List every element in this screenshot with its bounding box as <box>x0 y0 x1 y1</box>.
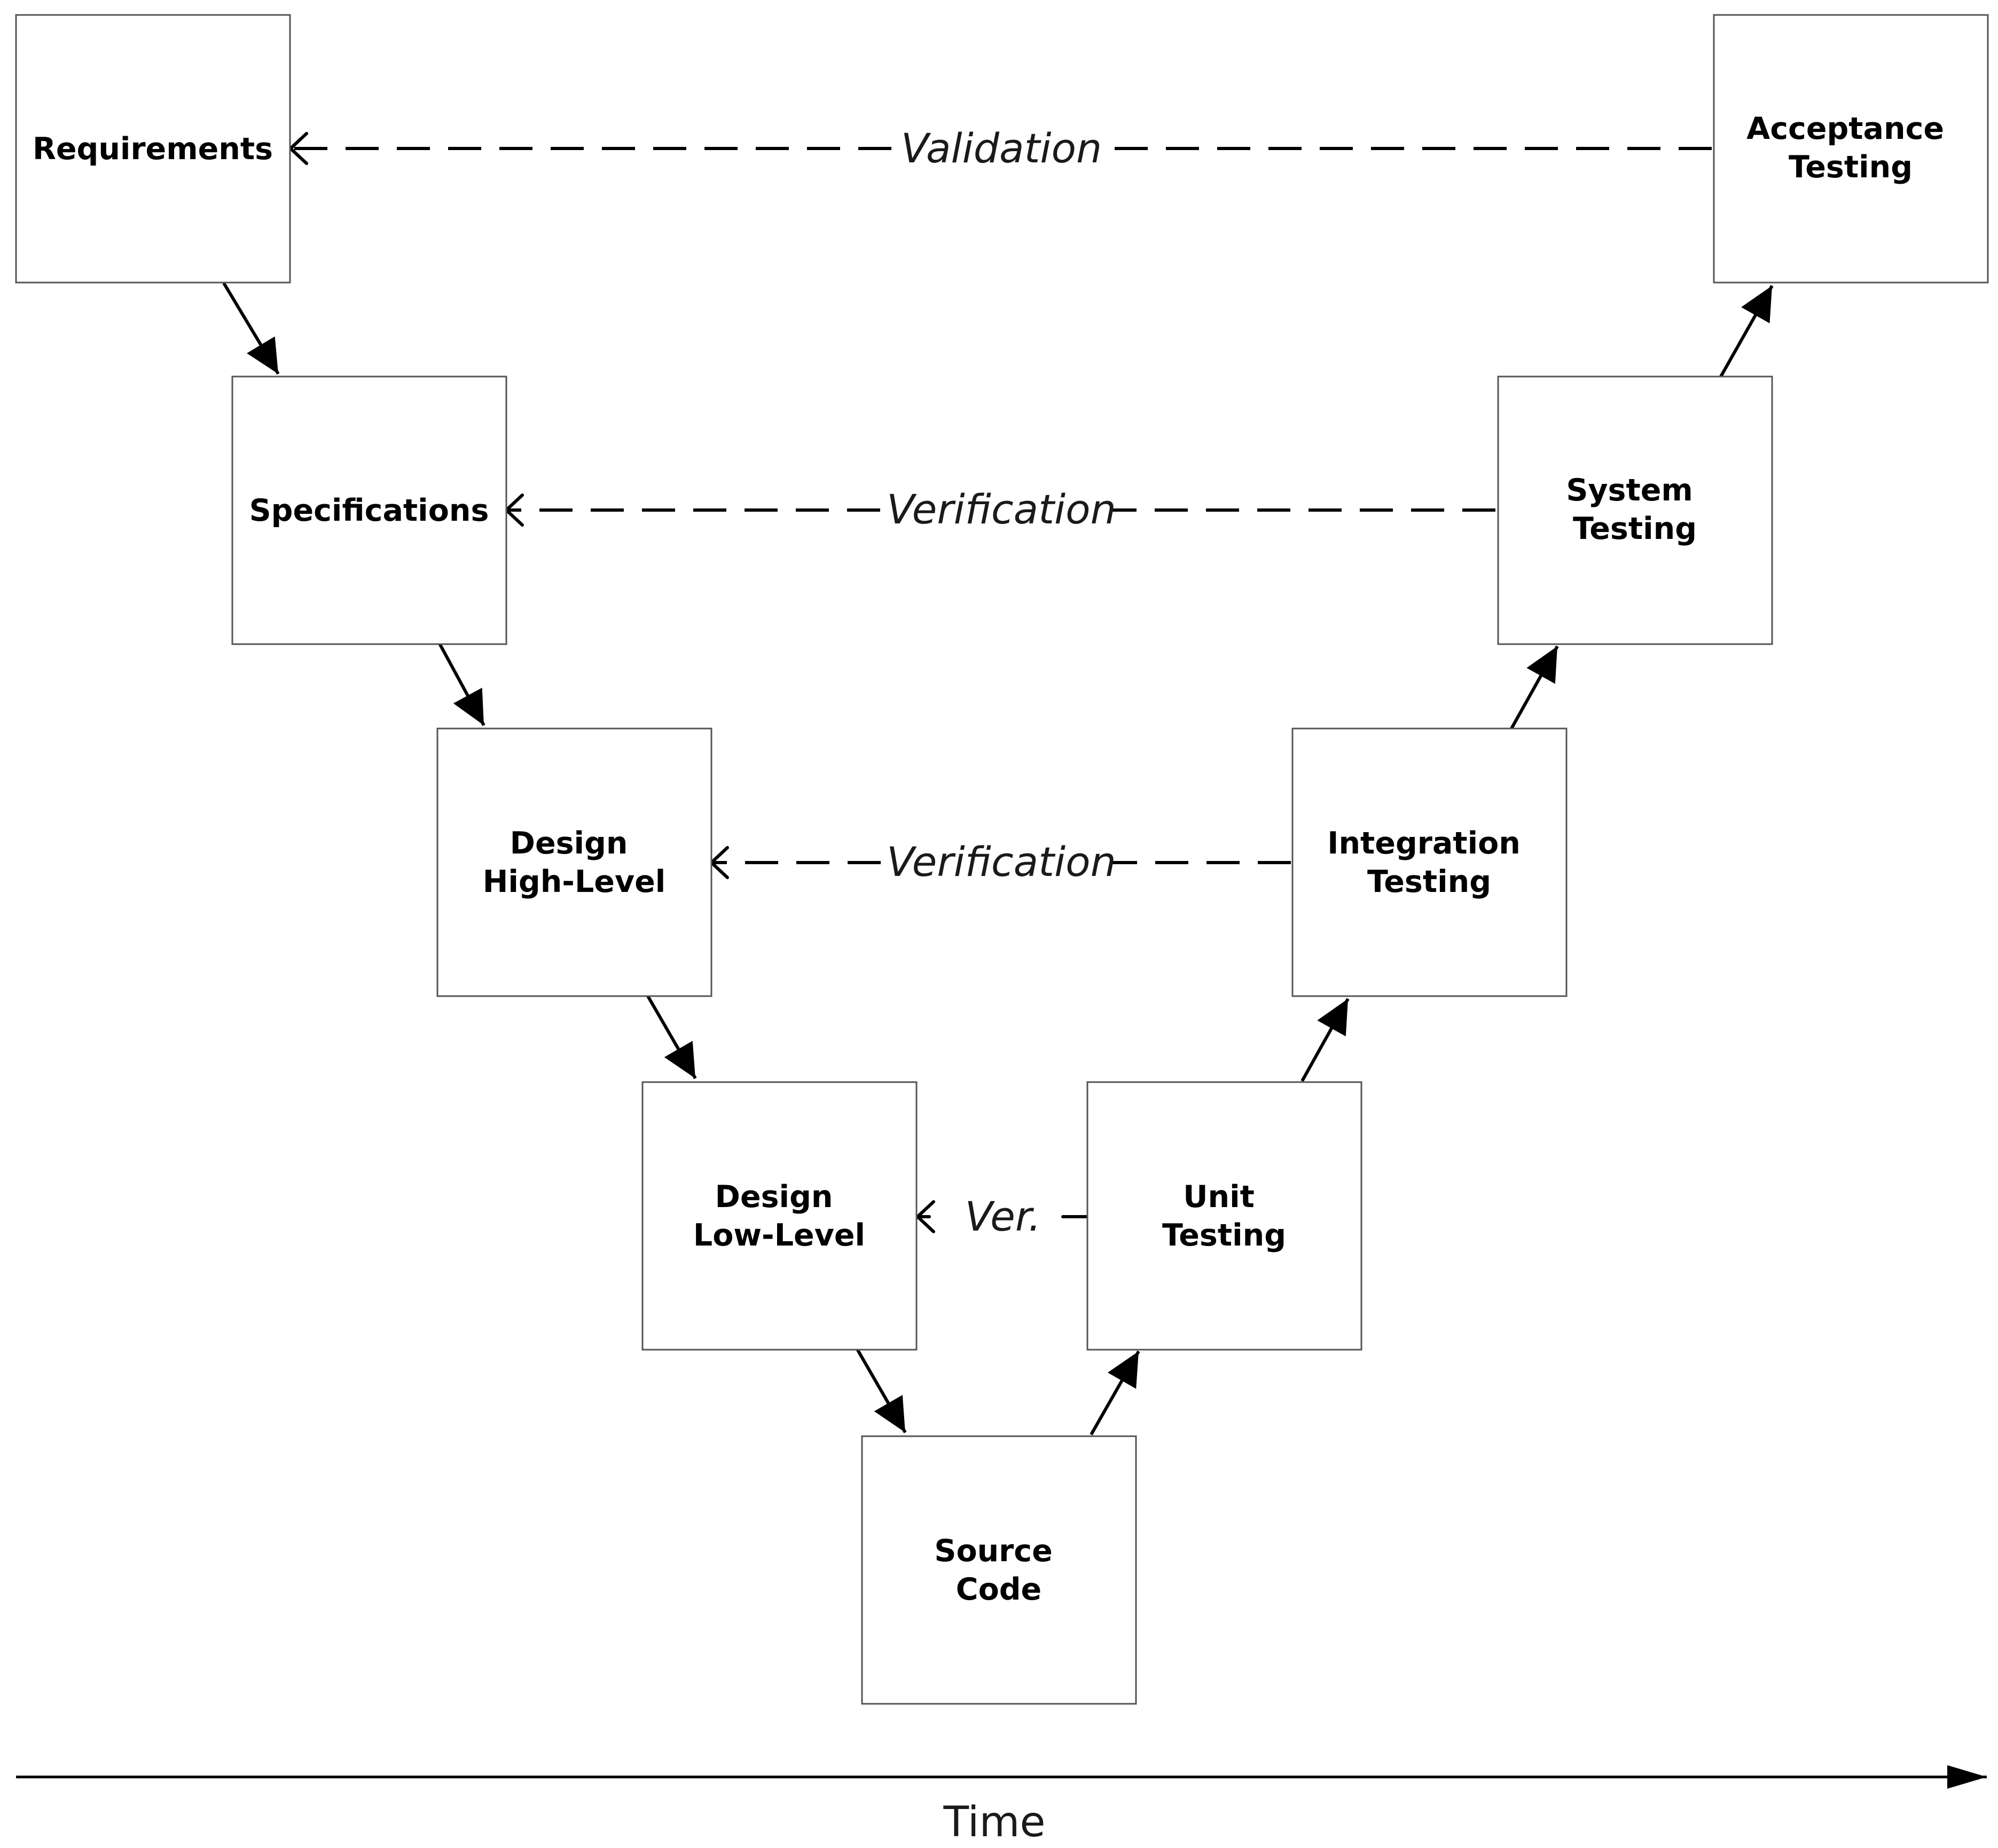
integration-testing-box: Integration Testing <box>1291 727 1568 997</box>
svg-text:Design Low-Level: Design Low-Level <box>693 1179 865 1253</box>
design-low-level-box: Design Low-Level <box>641 1081 918 1351</box>
verification-unit-label: Ver. <box>965 1193 1041 1240</box>
design-high-level-line-2: High-Level <box>483 864 666 899</box>
design-high-level-line-1: Design <box>510 826 628 861</box>
svg-text:Specifications: Specifications <box>249 493 489 528</box>
unit-testing-box: Unit Testing <box>1086 1081 1362 1351</box>
integration-testing-line-1: Integration <box>1327 826 1521 861</box>
svg-text:Source Code: Source Code <box>934 1533 1063 1607</box>
system-testing-line-2: Testing <box>1573 511 1697 546</box>
time-axis-label: Time <box>943 1798 1046 1846</box>
requirements-to-specifications-arrow <box>222 282 280 375</box>
source-code-line-2: Code <box>956 1572 1041 1607</box>
verification-integration-label: Verification <box>887 838 1116 886</box>
svg-text:Acceptance Testing: Acceptance Testing <box>1746 111 1955 185</box>
design-high-level-to-design-low-level-arrow <box>646 995 697 1079</box>
verification-unit-arrowhead <box>916 1200 935 1233</box>
verification-integration-label-bg <box>891 829 1112 888</box>
acceptance-testing-box: Acceptance Testing <box>1713 14 1989 284</box>
design-high-level-box: Design High-Level <box>436 727 712 997</box>
unit-testing-to-integration-testing-arrow <box>1300 998 1350 1082</box>
requirements-label: Requirements <box>33 131 273 167</box>
specifications-box: Specifications <box>231 375 507 645</box>
integration-testing-line-2: Testing <box>1367 864 1491 899</box>
svg-text:Design High-Level: Design High-Level <box>483 826 666 899</box>
svg-text:Integration Testing: Integration Testing <box>1327 826 1531 899</box>
requirements-box: Requirements <box>15 14 291 284</box>
system-testing-line-1: System <box>1566 473 1693 508</box>
design-low-level-line-2: Low-Level <box>693 1218 865 1253</box>
validation-label-bg <box>896 115 1107 174</box>
acceptance-testing-line-2: Testing <box>1789 150 1913 185</box>
source-code-to-unit-testing-arrow <box>1090 1350 1140 1436</box>
source-code-box: Source Code <box>861 1435 1137 1705</box>
system-testing-to-acceptance-testing-arrow <box>1719 285 1774 378</box>
source-code-line-1: Source <box>934 1533 1052 1569</box>
unit-testing-line-2: Testing <box>1162 1218 1286 1253</box>
specifications-to-design-high-level-arrow <box>438 643 485 726</box>
acceptance-testing-line-1: Acceptance <box>1746 111 1944 146</box>
validation-label: Validation <box>901 124 1102 172</box>
system-testing-box: System Testing <box>1497 375 1773 645</box>
design-low-level-line-1: Design <box>715 1179 833 1215</box>
svg-text:Unit Testing: Unit Testing <box>1162 1179 1286 1253</box>
specifications-label: Specifications <box>249 493 489 528</box>
svg-text:System Testing: System Testing <box>1566 473 1703 546</box>
verification-system-label-bg <box>891 476 1112 535</box>
svg-text:Requirements: Requirements <box>33 131 273 167</box>
design-low-level-to-source-code-arrow <box>856 1348 907 1434</box>
integration-testing-to-system-testing-arrow <box>1510 645 1559 730</box>
verification-system-label: Verification <box>887 486 1116 533</box>
unit-testing-line-1: Unit <box>1183 1179 1255 1215</box>
